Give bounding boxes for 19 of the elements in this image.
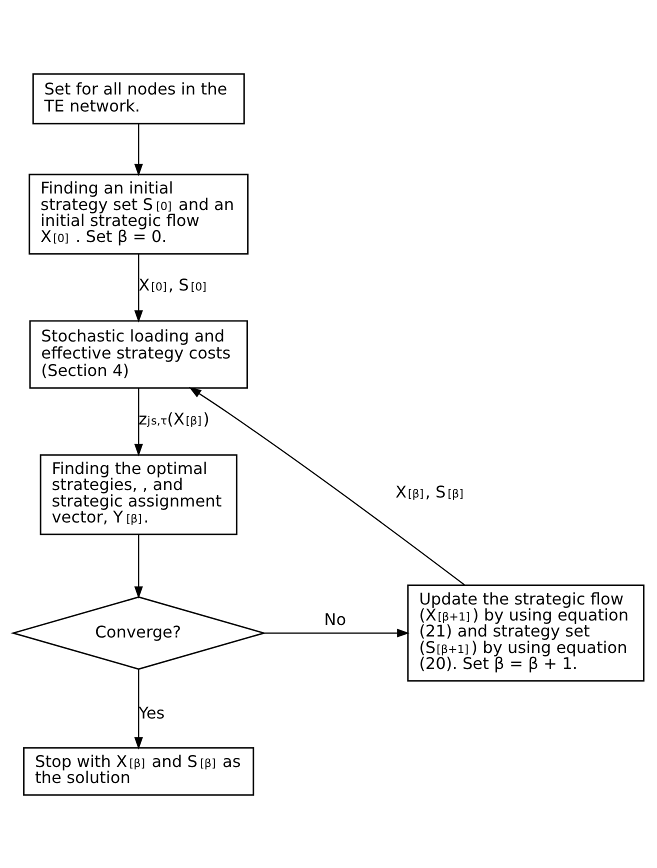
edge-label: No (324, 609, 346, 628)
edge-label: X[0], S[0] (138, 274, 207, 294)
node-box: Update the strategic flow (X[β+1]) by using equation (21) and strategy set (S[β+1]) by using equation (20). Set β = β + 1. (407, 584, 644, 682)
edge-label: Yes (138, 703, 165, 722)
node-box: Finding the optimal strategies, , and strategic assignment vector, Y[β]. (40, 454, 238, 535)
node-box: Stochastic loading and effective strategy costs (Section 4) (29, 320, 248, 388)
edge-label: X[β], S[β] (396, 482, 464, 502)
arrow (264, 628, 410, 637)
arrow (134, 668, 143, 750)
node-box: Stop with X[β] and S[β] as the solution (23, 746, 254, 796)
edge-label: zjs,τ(X[β]) (138, 408, 210, 428)
arrow (134, 534, 143, 598)
arrow (188, 386, 465, 585)
arrow (134, 254, 143, 322)
node-diamond: Converge? (10, 596, 267, 670)
arrow (134, 123, 143, 176)
node-box: Finding an initial strategy set S[0] and an initial strategic flow X[0] . Set β = 0. (28, 173, 249, 254)
arrow (134, 387, 143, 456)
node-box: Set for all nodes in the TE network. (32, 72, 245, 124)
